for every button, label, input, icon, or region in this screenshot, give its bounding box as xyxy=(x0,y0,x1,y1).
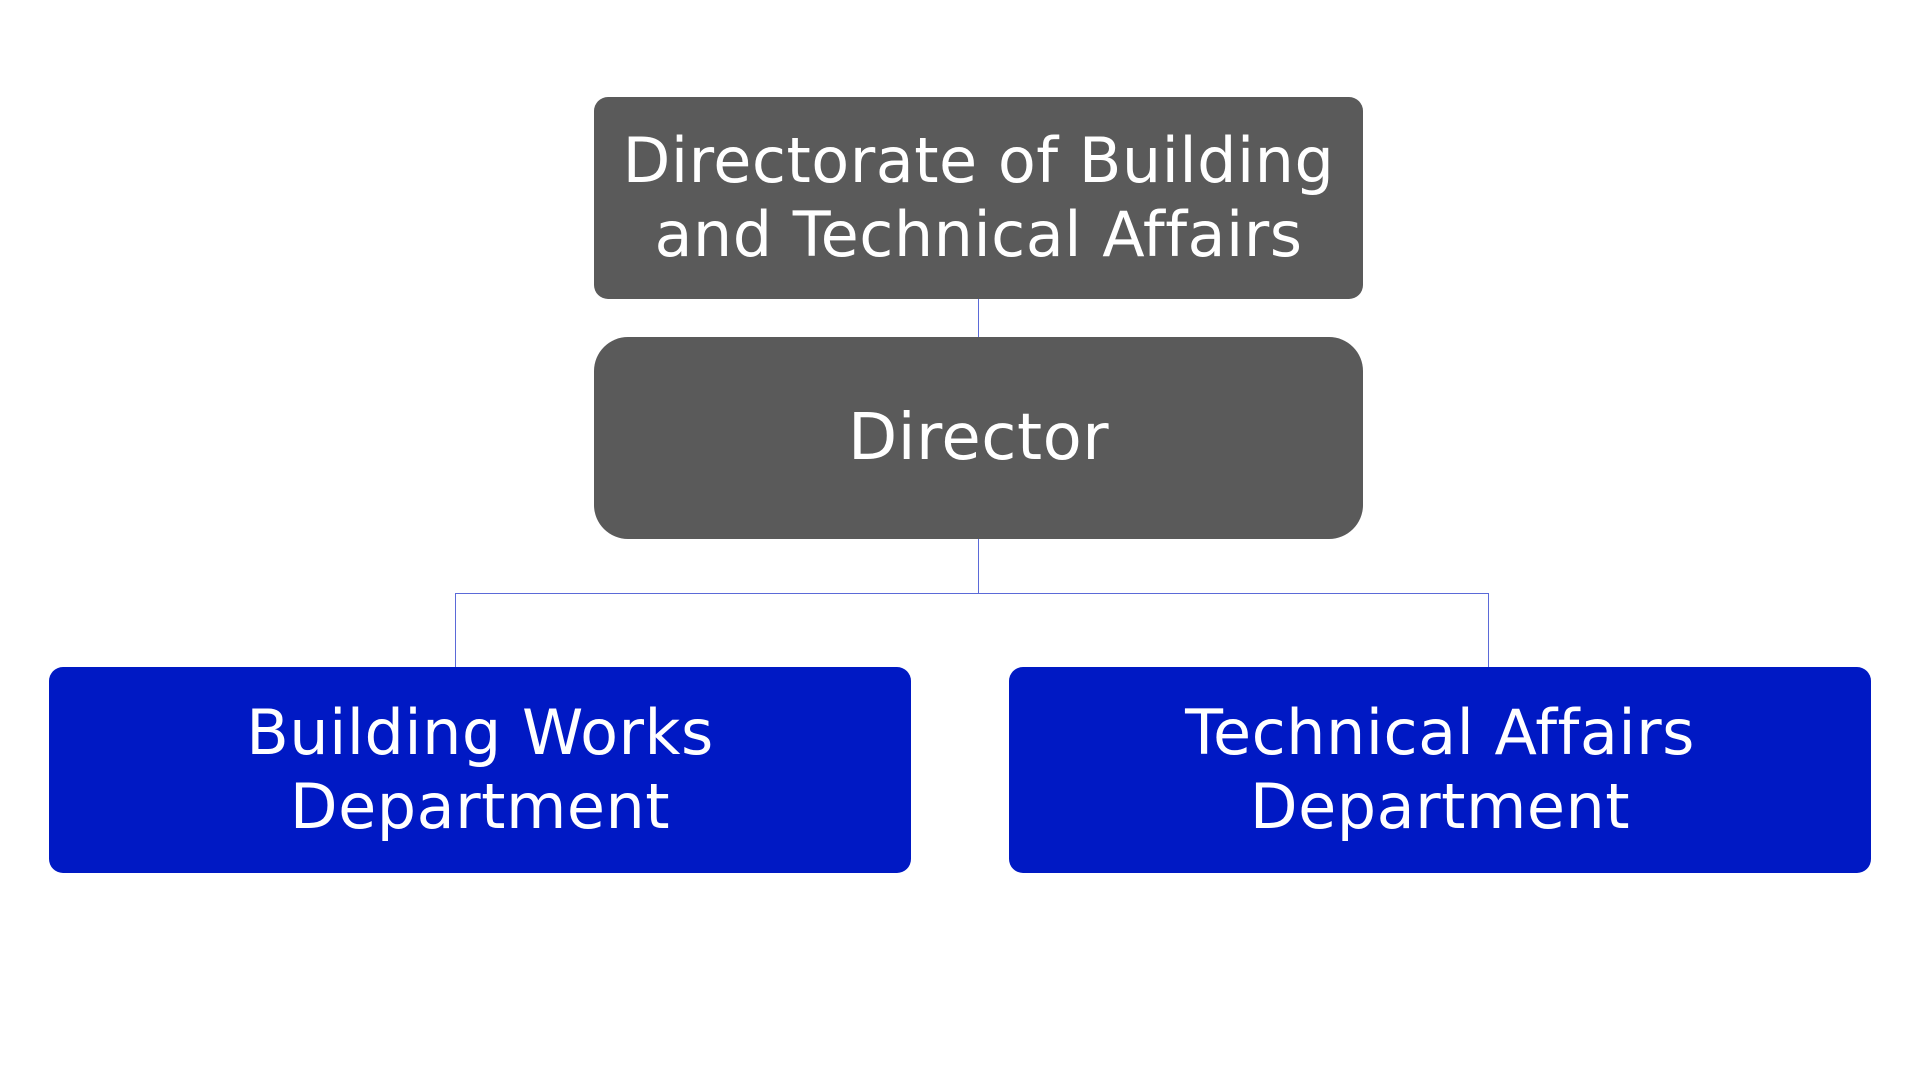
node-label: Director xyxy=(847,400,1110,475)
org-node-director: Director xyxy=(594,337,1363,539)
connector-left-dept xyxy=(455,593,456,667)
connector-right-dept xyxy=(1488,593,1489,667)
org-node-directorate: Directorate of Building and Technical Af… xyxy=(594,97,1363,299)
org-node-building-works-department: Building Works Department xyxy=(49,667,911,873)
node-label: Technical Affairs Department xyxy=(1185,695,1695,843)
node-label: Building Works Department xyxy=(246,695,714,843)
connector-horizontal xyxy=(455,593,1489,594)
connector-director-down xyxy=(978,539,979,593)
org-node-technical-affairs-department: Technical Affairs Department xyxy=(1009,667,1871,873)
connector-root-director xyxy=(978,299,979,337)
node-label: Directorate of Building and Technical Af… xyxy=(622,123,1335,271)
